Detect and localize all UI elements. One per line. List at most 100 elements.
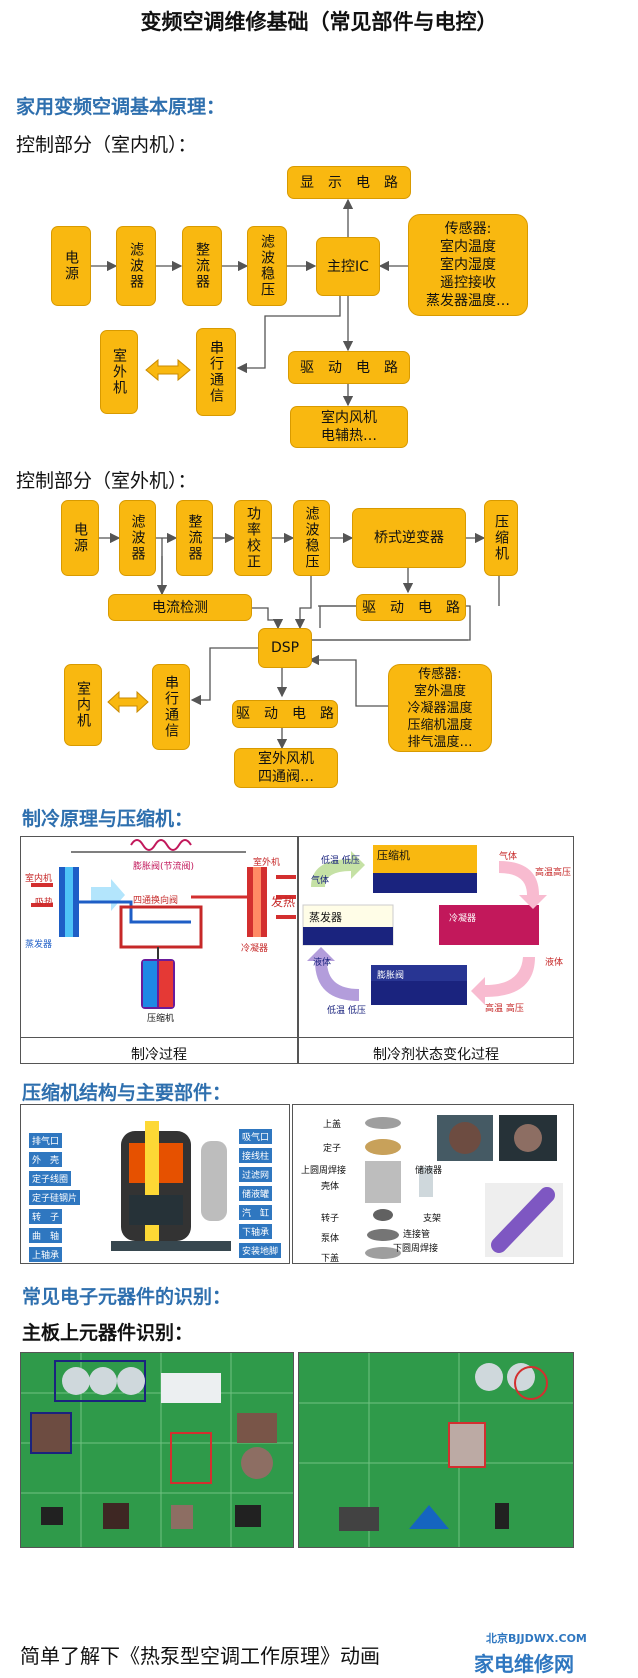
outdoor-heading: 控制部分（室外机）：: [16, 470, 197, 492]
cooling-process-caption: 制冷过程: [21, 1037, 297, 1064]
exploded-label-6: 泵体: [321, 1234, 340, 1244]
right-tag-4: 储液罐: [239, 1186, 273, 1201]
outdoor-unit-box: 室外机: [100, 330, 138, 414]
gas-left-label: 气体: [311, 876, 330, 886]
gas-label: 气体: [499, 852, 518, 862]
outdoor-flow-lines: [98, 532, 500, 750]
animation-footer-text: 简单了解下《热泵型空调工作原理》动画: [20, 1644, 380, 1668]
outdoor-serial-box: 串行通信: [152, 664, 190, 750]
release-label: 发热: [271, 895, 296, 909]
compressor-cutaway-illustration: [111, 1121, 231, 1251]
outdoor-sensor-2: 冷凝器温度: [407, 700, 473, 716]
exploded-label-8: 储液器: [415, 1166, 443, 1176]
right-tag-5: 汽 缸: [239, 1205, 273, 1220]
low-low-label: 低温 低压: [321, 856, 360, 866]
exploded-label-3: 上圆周焊接: [301, 1166, 347, 1176]
pcb-right-panel: [298, 1352, 574, 1548]
watermark-top: 北京BJJDWX.COM: [486, 1632, 587, 1645]
exploded-label-10: 连接管: [403, 1230, 431, 1240]
compressor-exploded-illustration: [365, 1115, 563, 1259]
left-tag-6: 曲 轴: [29, 1228, 63, 1243]
cooling-process-panel: 室内机 吸热 蒸发器 膨胀阀(节流阀) 四通换向阀 室外机 发热 冷凝器 压缩机…: [20, 836, 298, 1064]
display-circuit-box: 显 示 电 路: [287, 166, 411, 199]
exploded-label-5: 转子: [321, 1214, 340, 1224]
outdoor-driver-box: 驱 动 电 路: [232, 700, 338, 728]
section-heading-principle: 家用变频空调基本原理：: [16, 96, 226, 118]
indoor-flow-lines: [90, 198, 408, 407]
pcb-left-illustration: [21, 1353, 293, 1547]
indoor-label: 室内机: [25, 874, 53, 884]
liquid-right-label: 液体: [545, 958, 564, 968]
exploded-label-11: 下圆周焊接: [393, 1244, 439, 1254]
high-high-label: 高温高压: [535, 868, 572, 878]
outdoor-sensor-box: 传感器: 室外温度 冷凝器温度 压缩机温度 排气温度…: [388, 664, 492, 752]
exploded-label-9: 支架: [423, 1214, 442, 1224]
indoor-serial-box: 串行通信: [196, 328, 236, 416]
indoor-driver-box: 驱 动 电 路: [288, 351, 410, 384]
rs-condenser-label: 冷凝器: [449, 914, 477, 924]
evaporator-label: 蒸发器: [25, 940, 53, 950]
outdoor-load-box: 室外风机 四通阀…: [234, 748, 338, 788]
outdoor-label: 室外机: [253, 858, 281, 868]
indoor-filter-box: 滤波器: [116, 226, 156, 306]
indoor-sensor-3: 遥控接收: [440, 275, 496, 291]
left-tag-7: 上轴承: [29, 1247, 63, 1262]
pcb-right-illustration: [299, 1353, 573, 1547]
indoor-sensor-title: 传感器:: [444, 221, 492, 237]
indoor-unit-box: 室内机: [64, 664, 102, 746]
liquid-left-label: 液体: [313, 958, 332, 968]
outdoor-regulator-box: 滤波稳压: [293, 500, 330, 576]
right-tag-3: 过滤网: [239, 1167, 273, 1182]
right-tag-1: 吸气口: [239, 1129, 273, 1144]
section-heading-compressor: 压缩机结构与主要部件：: [22, 1082, 232, 1104]
exploded-label-4: 壳体: [321, 1182, 340, 1192]
section-heading-components: 常见电子元器件的识别：: [22, 1286, 232, 1308]
right-tag-7: 安装地脚: [239, 1243, 282, 1258]
condenser-label: 冷凝器: [241, 944, 269, 954]
indoor-regulator-box: 滤波稳压: [247, 226, 287, 306]
outdoor-sensor-4: 排气温度…: [407, 734, 473, 750]
pcb-left-panel: [20, 1352, 294, 1548]
exploded-label-7: 下盖: [321, 1254, 340, 1264]
exploded-label-2: 定子: [323, 1144, 342, 1154]
double-arrow-icon: [107, 690, 149, 714]
capillary-label: 膨胀阀(节流阀): [133, 862, 195, 872]
refrigerant-state-caption: 制冷剂状态变化过程: [299, 1037, 573, 1064]
left-tag-3: 定子线圈: [29, 1171, 72, 1186]
outdoor-sensor-3: 压缩机温度: [407, 717, 473, 733]
compressor-label: 压缩机: [147, 1014, 175, 1024]
outdoor-load-1: 室外风机: [258, 751, 314, 767]
outdoor-sensor-1: 室外温度: [413, 683, 466, 699]
left-tag-1: 排气口: [29, 1133, 63, 1148]
board-components-heading: 主板上元器件识别：: [22, 1322, 194, 1344]
indoor-load-2: 电辅热…: [321, 428, 377, 444]
four-way-valve-label: 四通换向阀: [133, 896, 179, 906]
watermark-bottom: 家电维修网: [474, 1652, 574, 1676]
page-title: 变频空调维修基础（常见部件与电控）: [140, 10, 498, 34]
pfc-box: 功率校正: [234, 500, 272, 576]
outdoor-filter-box: 滤波器: [119, 500, 156, 576]
compressor-structure-panel: 排气口 外 壳 定子线圈 定子硅钢片 转 子 曲 轴 上轴承 吸气口 接线柱 过…: [20, 1104, 290, 1264]
indoor-rectifier-box: 整流器: [182, 226, 222, 306]
compressor-box: 压缩机: [484, 500, 518, 576]
inverter-box: 桥式逆变器: [352, 508, 466, 568]
outdoor-rectifier-box: 整流器: [176, 500, 213, 576]
outdoor-load-2: 四通阀…: [258, 769, 314, 785]
indoor-sensor-4: 蒸发器温度…: [426, 293, 510, 309]
left-tag-5: 转 子: [29, 1209, 63, 1224]
exploded-label-1: 上盖: [323, 1120, 342, 1130]
section-heading-refrigeration: 制冷原理与压缩机：: [22, 808, 194, 830]
indoor-heading: 控制部分（室内机）：: [16, 134, 197, 156]
compressor-exploded-panel: 上盖 定子 上圆周焊接 壳体 转子 泵体 下盖 储液器 支架 连接管 下圆周焊接: [292, 1104, 574, 1264]
right-tag-6: 下轴承: [239, 1224, 273, 1239]
left-tag-2: 外 壳: [29, 1152, 63, 1167]
current-detect-box: 电流检测: [108, 594, 252, 621]
refrigerant-state-panel: 低温 低压 压缩机 气体 高温高压 冷凝器 蒸发器 液体 液体 膨胀阀 低温 低…: [298, 836, 574, 1064]
indoor-load-box: 室内风机 电辅热…: [290, 406, 408, 448]
low-low-2-label: 低温 低压: [327, 1006, 366, 1016]
rs-expansion-label: 膨胀阀: [377, 971, 405, 981]
high-high-2-label: 高温 高压: [485, 1004, 524, 1014]
indoor-sensor-2: 室内湿度: [440, 257, 496, 273]
indoor-sensor-1: 室内温度: [440, 239, 496, 255]
indoor-sensor-box: 传感器: 室内温度 室内湿度 遥控接收 蒸发器温度…: [408, 214, 528, 316]
